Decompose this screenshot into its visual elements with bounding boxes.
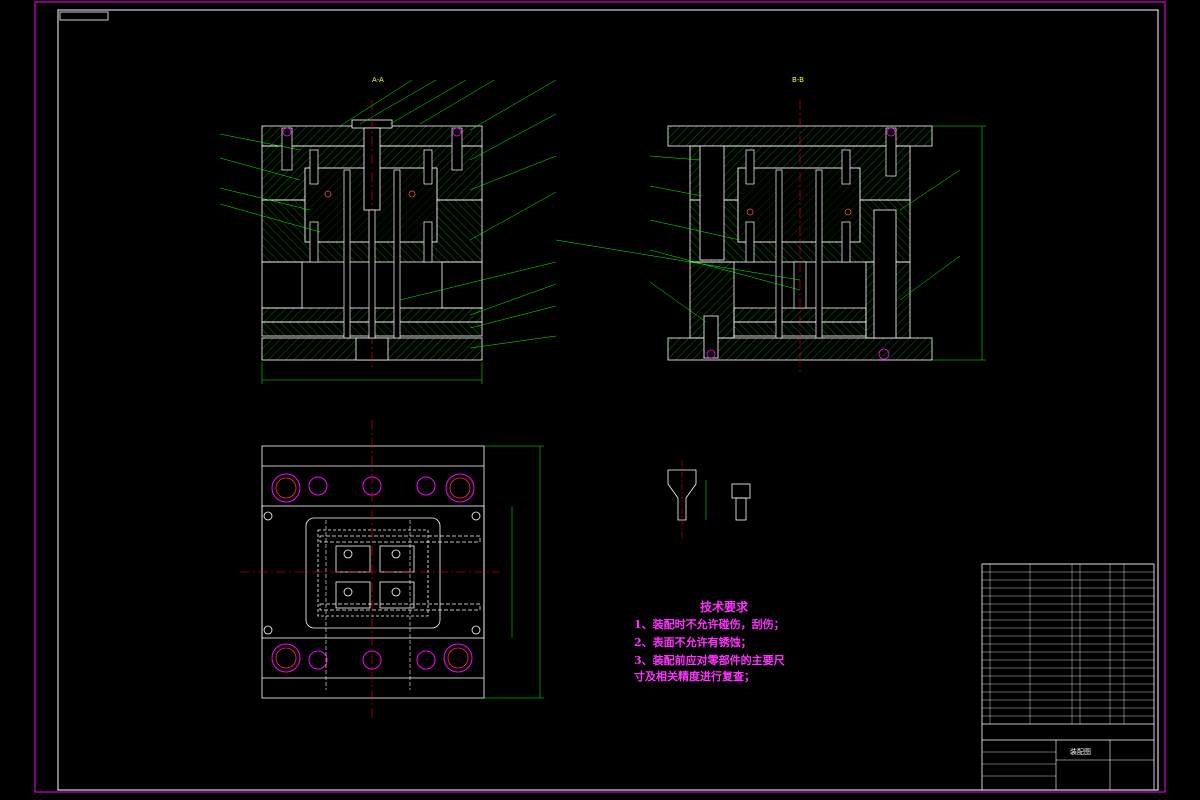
plan-view xyxy=(240,420,544,720)
tech-requirement-2: 2、表面不允许有锈蚀； xyxy=(634,636,752,649)
tech-requirement-1: 1、装配时不允许碰伤，刮伤； xyxy=(634,618,785,631)
section-bb-label: B-B xyxy=(792,76,804,84)
inner-frame xyxy=(57,9,1159,791)
section-aa-label: A-A xyxy=(372,76,384,84)
tech-requirement-3: 3、装配前应对零部件的主要尺 xyxy=(634,654,785,667)
tech-requirements-title: 技术要求 xyxy=(700,600,749,614)
section-aa-view: A-A xyxy=(219,76,557,384)
drawing-name: 装配图 xyxy=(1070,747,1091,756)
section-bb-view: B-B xyxy=(555,76,986,372)
corner-box xyxy=(59,11,109,21)
outer-frame xyxy=(34,1,1166,793)
title-block: 装配图 xyxy=(981,563,1155,791)
tech-requirement-4: 寸及相关精度进行复查； xyxy=(634,670,755,683)
detail-views xyxy=(667,460,751,540)
